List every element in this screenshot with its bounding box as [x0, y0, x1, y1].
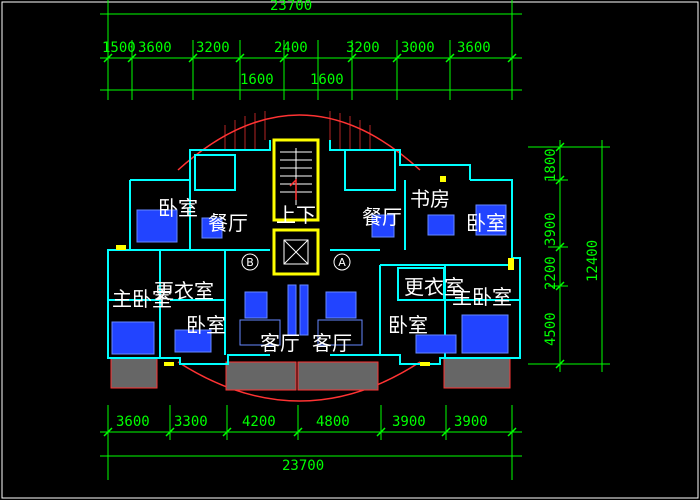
axis-label-b: B: [246, 256, 254, 269]
balcony-hatch-top: [224, 111, 371, 150]
dim-right-seg-2: 3900: [543, 212, 559, 246]
room-master-e: 主卧室: [452, 285, 512, 309]
dim-bot-seg-1: 3600: [116, 414, 150, 430]
dim-bot-seg-3: 4200: [242, 414, 276, 430]
axis-bubble-a: [333, 253, 351, 271]
room-study: 书房: [410, 187, 450, 211]
balcony-arc-top: [177, 114, 421, 171]
room-stairs: 上下: [276, 203, 316, 227]
dim-top-seg-1: 1500: [102, 40, 136, 56]
dim-top-segments: 1500 3600 3200 2400 3200 3000 3600: [102, 40, 491, 56]
dim-bot-seg-5: 3900: [392, 414, 426, 430]
dimension-lines: [100, 0, 610, 480]
dim-top-seg-4: 2400: [274, 40, 308, 56]
elevator-cross: [283, 239, 309, 265]
room-living-e: 客厅: [312, 331, 352, 355]
room-dining-e: 餐厅: [362, 205, 402, 229]
dim-top-sub-2: 1600: [310, 72, 344, 88]
room-labels: 卧室 餐厅 上下 餐厅 书房 卧室 更衣室 主卧室 卧室 客厅 客厅 卧室 更衣…: [112, 187, 512, 355]
room-bedroom-sw: 卧室: [186, 313, 226, 337]
room-living-w: 客厅: [260, 331, 300, 355]
furniture: [111, 204, 509, 355]
dim-top-total: 23700: [270, 0, 312, 14]
balcony-pads: [110, 357, 511, 391]
balcony-arc-bottom: [177, 361, 421, 402]
room-bedroom-se: 卧室: [388, 313, 428, 337]
dim-right-seg-1: 1800: [543, 148, 559, 182]
room-dining-w: 餐厅: [208, 211, 248, 235]
room-dressing-e: 更衣室: [404, 275, 464, 299]
dim-bottom-segments: 3600 3300 4200 4800 3900 3900: [116, 414, 488, 430]
dim-top-seg-7: 3600: [457, 40, 491, 56]
dim-bot-seg-6: 3900: [454, 414, 488, 430]
dim-bot-seg-4: 4800: [316, 414, 350, 430]
dim-top-seg-2: 3600: [138, 40, 172, 56]
axis-bubble-b: [241, 253, 259, 271]
room-bedroom-ne: 卧室: [466, 211, 506, 235]
dim-right-seg-3: 2200: [543, 256, 559, 290]
dim-right-segments: 1800 3900 2200 4500: [543, 148, 559, 346]
dim-right-total: 12400: [585, 240, 601, 282]
dimension-ticks: [103, 53, 565, 437]
dim-top-seg-3: 3200: [196, 40, 230, 56]
room-dressing-w: 更衣室: [154, 279, 214, 303]
dim-top-seg-6: 3000: [401, 40, 435, 56]
room-bedroom-nw: 卧室: [158, 196, 198, 220]
dim-bot-seg-2: 3300: [174, 414, 208, 430]
axis-label-a: A: [338, 256, 346, 269]
dim-top-sub-1: 1600: [240, 72, 274, 88]
window-markers: [116, 176, 514, 366]
dim-bottom-total: 23700: [282, 458, 324, 474]
stair-arrow: [289, 178, 297, 200]
stair-core: [272, 138, 320, 276]
dim-right-seg-4: 4500: [543, 312, 559, 346]
room-master-w: 主卧室: [112, 287, 172, 311]
dim-top-seg-5: 3200: [346, 40, 380, 56]
